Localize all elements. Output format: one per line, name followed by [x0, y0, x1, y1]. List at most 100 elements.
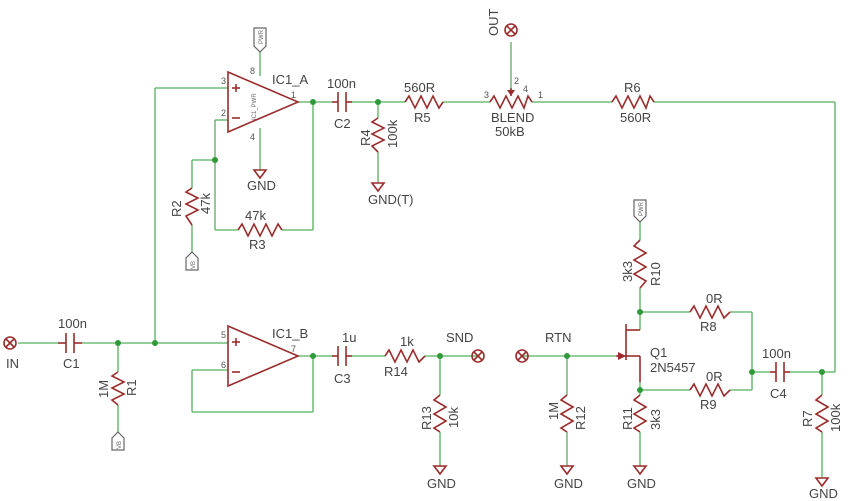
- r4-label: R4: [358, 129, 373, 146]
- junction-dot: [375, 99, 381, 105]
- ic1-b-label: IC1_B: [272, 326, 308, 341]
- r6-value: 560R: [620, 110, 651, 125]
- ground-r11: GND: [627, 465, 656, 491]
- pwr-flag-ic1: PWR: [253, 27, 267, 53]
- gnd-label: GND: [809, 486, 838, 501]
- resistor-r3: 47k R3: [237, 208, 283, 252]
- r7-value: 100k: [828, 403, 843, 432]
- resistor-r7: R7 100k: [800, 394, 843, 433]
- gnd-label: GND: [247, 178, 276, 193]
- pin3-label: 3: [221, 76, 226, 86]
- c1-value: 100n: [58, 316, 87, 331]
- junction-dot: [749, 369, 755, 375]
- pwr-flag-q1: PWR: [633, 199, 647, 223]
- junction-dot: [212, 157, 218, 163]
- gnd-label: GND: [554, 476, 583, 491]
- pin4-label: 4: [250, 132, 255, 142]
- pin2-label: 2: [221, 108, 226, 118]
- vb-flag-r1: VB: [111, 431, 125, 451]
- connector-snd: SND: [446, 330, 485, 363]
- r2-label: R2: [169, 200, 184, 217]
- gnd-t-label: GND(T): [368, 192, 414, 207]
- r12-value: 1M: [546, 402, 561, 420]
- vb-text: VB: [117, 441, 123, 449]
- junction-dot: [115, 340, 121, 346]
- r1-label: R1: [124, 379, 139, 396]
- blend-pin3: 3: [484, 90, 489, 100]
- c4-value: 100n: [762, 346, 791, 361]
- ground-r12: GND: [554, 465, 583, 491]
- resistor-r14: 1k R14: [384, 334, 426, 379]
- capacitor-c1: 100n C1: [58, 316, 87, 371]
- r8-label: R8: [700, 319, 717, 334]
- blend-pin2: 2: [514, 76, 519, 86]
- ground-r7: GND: [809, 477, 838, 501]
- junction-dot: [310, 353, 316, 359]
- r9-label: R9: [700, 397, 717, 412]
- c3-label: C3: [334, 371, 351, 386]
- snd-label: SND: [446, 330, 473, 345]
- junctions: [115, 99, 825, 393]
- c2-label: C2: [334, 116, 351, 131]
- resistor-r4: R4 100k: [358, 117, 400, 153]
- c4-label: C4: [770, 386, 787, 401]
- pin8-label: 8: [250, 66, 255, 76]
- resistor-r6: R6 560R: [611, 80, 655, 125]
- junction-dot: [564, 353, 570, 359]
- resistor-r12: 1M R12: [546, 394, 588, 433]
- c2-value: 100n: [327, 76, 356, 91]
- vb-text: VB: [191, 261, 197, 269]
- resistor-r5: 560R R5: [404, 80, 444, 125]
- r2-value: 47k: [198, 193, 213, 214]
- r9-value: 0R: [706, 369, 723, 384]
- r14-label: R14: [384, 364, 408, 379]
- r1-value: 1M: [96, 380, 111, 398]
- pin1-label: 1: [291, 90, 296, 100]
- rtn-label: RTN: [545, 330, 571, 345]
- gnd-label: GND: [627, 476, 656, 491]
- ground-r13: GND: [427, 465, 456, 491]
- resistor-r8: 0R R8: [689, 291, 731, 334]
- connector-in: IN: [3, 336, 19, 371]
- c1-label: C1: [63, 356, 80, 371]
- r10-value: 3k3: [620, 261, 635, 282]
- ground-r4: GND(T): [368, 182, 414, 207]
- blend-label: BLEND: [491, 110, 534, 125]
- pin5-label: 5: [221, 330, 226, 340]
- r3-label: R3: [249, 237, 266, 252]
- vb-flag-r2: VB: [185, 251, 199, 271]
- capacitor-c3: 1u C3: [332, 330, 356, 386]
- pwr-text: PWR: [639, 201, 645, 216]
- r7-label: R7: [800, 410, 815, 427]
- junction-dot: [637, 309, 643, 315]
- out-label: OUT: [486, 9, 501, 37]
- ground-ic1: GND: [247, 169, 276, 193]
- r12-label: R12: [573, 406, 588, 430]
- pwr-text: PWR: [259, 29, 265, 44]
- q1-value: 2N5457: [650, 360, 696, 375]
- r8-value: 0R: [706, 291, 723, 306]
- gnd-label: GND: [427, 476, 456, 491]
- r14-value: 1k: [400, 334, 414, 349]
- r11-label: R11: [620, 407, 635, 430]
- blend-pin4: 4: [523, 84, 528, 94]
- junction-dot: [310, 99, 316, 105]
- r5-value: 560R: [404, 80, 435, 95]
- r13-value: 10k: [446, 407, 461, 428]
- r6-label: R6: [624, 80, 641, 95]
- connector-out: OUT: [486, 9, 518, 37]
- c3-value: 1u: [342, 330, 356, 345]
- capacitor-c2: 100n C2: [327, 76, 356, 131]
- junction-dot: [637, 387, 643, 393]
- junction-dot: [819, 369, 825, 375]
- wires: [18, 42, 836, 478]
- pin6-label: 6: [221, 360, 226, 370]
- r5-label: R5: [414, 110, 431, 125]
- resistor-r13: R13 10k: [419, 394, 461, 433]
- junction-dot: [152, 340, 158, 346]
- r3-value: 47k: [245, 208, 266, 223]
- jfet-q1: Q1 2N5457: [616, 324, 696, 382]
- potentiometer-blend: 3 1 2 4 BLEND 50kB: [484, 76, 543, 139]
- resistor-r1: 1M R1: [96, 371, 139, 406]
